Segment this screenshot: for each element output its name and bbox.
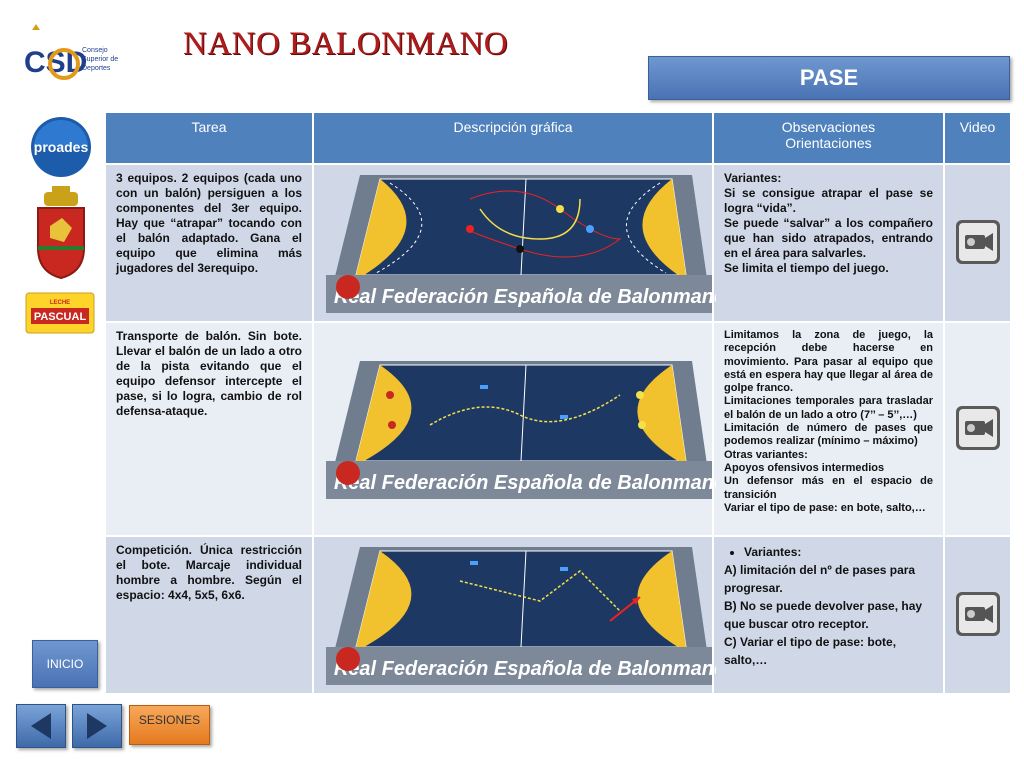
court-diagram-1: Real Federación Española de Balonmano: [326, 175, 716, 313]
court-diagram: Real Federación Española de Balonmano: [312, 163, 716, 323]
sesiones-button[interactable]: SESIONES: [129, 705, 210, 745]
court-caption: Real Federación Española de Balonmano: [334, 472, 716, 494]
observaciones-cell: Variantes: A) limitación del nº de pases…: [712, 535, 945, 695]
svg-text:LECHE: LECHE: [50, 300, 70, 306]
task-description: Transporte de balón. Sin bote. Llevar el…: [104, 321, 314, 537]
header-descripcion: Descripción gráfica: [312, 111, 714, 165]
court-diagram-3: Real Federación Española de Balonmano: [326, 547, 716, 685]
video-cell: [943, 535, 1012, 695]
task-description: 3 equipos. 2 equipos (cada uno con un ba…: [104, 163, 314, 323]
court-diagram: Real Federación Española de Balonmano: [312, 535, 716, 695]
court-diagram-2: Real Federación Española de Balonmano: [326, 361, 716, 499]
task-description: Competición. Única restricción el bote. …: [104, 535, 314, 695]
header-video: Video: [943, 111, 1012, 165]
court-caption: Real Federación Española de Balonmano: [334, 286, 716, 308]
csd-logo: CSD Consejo Superior de Deportes: [24, 24, 118, 80]
svg-text:PASCUAL: PASCUAL: [34, 311, 87, 323]
arrow-left-icon: [31, 713, 51, 739]
svg-text:proades: proades: [34, 139, 89, 155]
video-cell: [943, 163, 1012, 323]
previous-button[interactable]: [16, 704, 66, 748]
court-caption: Real Federación Española de Balonmano: [334, 658, 716, 680]
inicio-button[interactable]: INICIO: [32, 640, 98, 688]
next-button[interactable]: [72, 704, 122, 748]
coat-of-arms-logo: [37, 186, 85, 280]
svg-text:Superior de: Superior de: [82, 56, 118, 63]
page-title: NANO BALONMANO: [183, 26, 509, 62]
video-cell: [943, 321, 1012, 537]
header-tarea: Tarea: [104, 111, 314, 165]
proades-logo: proades: [31, 117, 91, 177]
arrow-right-icon: [87, 713, 107, 739]
video-camera-icon[interactable]: [955, 591, 1001, 637]
court-diagram: Real Federación Española de Balonmano: [312, 321, 716, 537]
observaciones-cell: Limitamos la zona de juego, la recepción…: [712, 321, 945, 537]
svg-text:Consejo: Consejo: [82, 47, 108, 54]
svg-text:Deportes: Deportes: [82, 65, 111, 72]
pascual-logo: LECHE PASCUAL: [25, 292, 95, 334]
observaciones-cell: Variantes: Si se consigue atrapar el pas…: [712, 163, 945, 323]
section-title: PASE: [648, 56, 1010, 100]
video-camera-icon[interactable]: [955, 219, 1001, 265]
video-camera-icon[interactable]: [955, 405, 1001, 451]
